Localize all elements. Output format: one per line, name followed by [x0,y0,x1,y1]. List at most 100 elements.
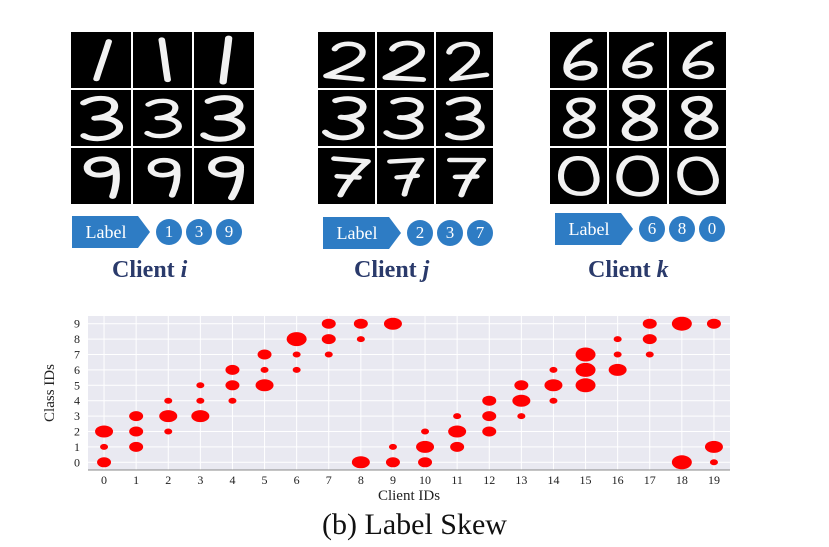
client-i-title-text: Client [112,257,175,283]
data-bubble [356,336,365,343]
digit-image-3 [377,90,434,146]
data-bubble [225,364,240,375]
x-tick-label: 1 [133,473,139,487]
client-k-title-var: k [656,257,669,283]
data-bubble [482,426,497,437]
data-bubble [453,413,462,420]
data-bubble [385,457,400,468]
data-bubble [575,347,596,362]
data-bubble [97,457,112,468]
y-tick-label: 0 [74,455,80,469]
data-bubble [191,410,210,423]
data-bubble [450,441,465,452]
digit-image-3 [436,90,493,146]
client-j-title-var: j [422,257,430,283]
x-tick-label: 14 [547,473,559,487]
data-bubble [255,379,274,392]
label-circle-7: 7 [467,220,493,246]
label-tag-arrow [72,216,150,248]
label-circle-1: 1 [156,219,182,245]
data-bubble [324,351,333,358]
digit-image-9 [194,148,254,204]
x-tick-label: 3 [197,473,203,487]
data-bubble [164,397,173,404]
y-axis-title: Class IDs [42,364,58,422]
digit-image-9 [71,148,131,204]
digit-image-1 [71,32,131,88]
x-tick-label: 2 [165,473,171,487]
data-bubble [388,443,397,450]
data-bubble [482,411,497,422]
data-bubble [418,457,433,468]
data-bubble [164,428,173,435]
digit-image-1 [194,32,254,88]
figure-caption: (b) Label Skew [322,508,507,541]
data-bubble [228,397,237,404]
digit-image-7 [318,148,375,204]
x-tick-label: 13 [515,473,527,487]
digit-image-7 [377,148,434,204]
data-bubble [482,395,497,406]
data-bubble [286,332,307,347]
data-bubble [642,334,657,345]
data-bubble [671,316,692,331]
x-tick-label: 0 [101,473,107,487]
client-i-title-var: i [180,257,188,283]
x-tick-label: 16 [612,473,624,487]
data-bubble [196,382,205,389]
label-tag-text: Label [336,223,378,243]
digit-image-1 [132,32,193,88]
data-bubble [575,362,596,377]
y-tick-label: 4 [74,394,80,408]
data-bubble [642,318,657,329]
label-circle-3: 3 [186,219,212,245]
data-bubble [416,440,435,453]
data-bubble [671,455,692,470]
x-tick-label: 10 [419,473,431,487]
data-bubble [383,317,402,330]
data-bubble [706,318,721,329]
data-bubble [514,380,529,391]
client-i-digit-grid [71,32,254,204]
digit-image-3 [194,90,254,146]
digit-image-6 [668,32,726,88]
digit-image-0 [609,148,667,204]
x-tick-label: 12 [483,473,495,487]
data-bubble [608,363,627,376]
y-tick-label: 2 [74,425,80,439]
data-bubble [292,351,301,358]
label-circle-3: 3 [437,220,463,246]
x-tick-label: 8 [358,473,364,487]
data-bubble [260,366,269,373]
data-bubble [613,336,622,343]
label-tag-text: Label [568,219,610,239]
data-bubble [448,425,467,438]
data-bubble [421,428,430,435]
y-tick-label: 1 [74,440,80,454]
client-j-title-text: Client [354,257,417,283]
data-bubble [159,410,178,423]
digit-image-6 [550,32,608,88]
digit-image-3 [71,90,131,146]
digit-image-9 [132,148,193,204]
data-bubble [257,349,272,360]
data-bubble [517,413,526,420]
data-bubble [100,443,109,450]
digit-image-2 [377,32,434,88]
y-tick-label: 7 [74,348,80,362]
digit-image-2 [318,32,375,88]
digit-image-8 [550,90,608,146]
x-tick-label: 4 [229,473,235,487]
x-tick-label: 19 [708,473,720,487]
digit-image-7 [436,148,493,204]
data-bubble [512,394,531,407]
data-bubble [709,459,718,466]
client-k-digit-grid [550,32,726,204]
digit-image-3 [318,90,375,146]
y-tick-label: 5 [74,378,80,392]
client-j-title: Client j [354,257,429,284]
